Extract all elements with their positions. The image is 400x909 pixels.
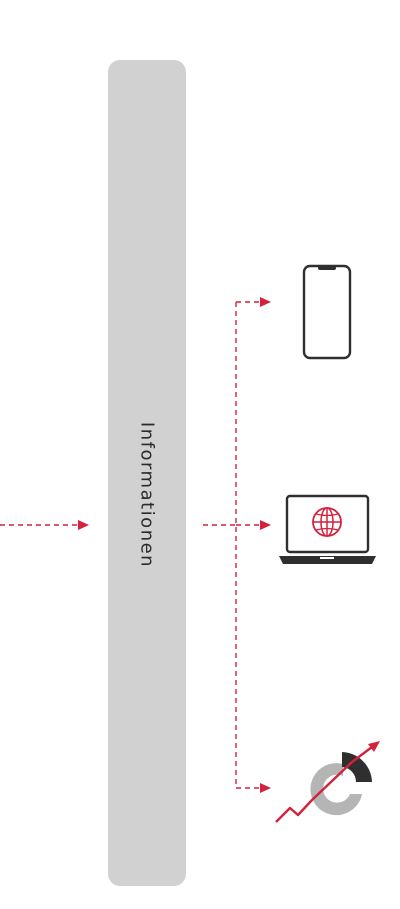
arrow-to-laptop [236,520,271,530]
information-bar [108,60,186,886]
incoming-arrow [0,520,89,530]
growth-chart-icon [275,741,380,823]
globe-icon [312,507,342,537]
laptop-globe-icon [279,494,376,564]
outgoing-connector [203,302,237,788]
smartphone-icon [302,264,352,360]
arrow-to-growth [236,783,271,793]
arrow-to-phone [236,297,271,307]
